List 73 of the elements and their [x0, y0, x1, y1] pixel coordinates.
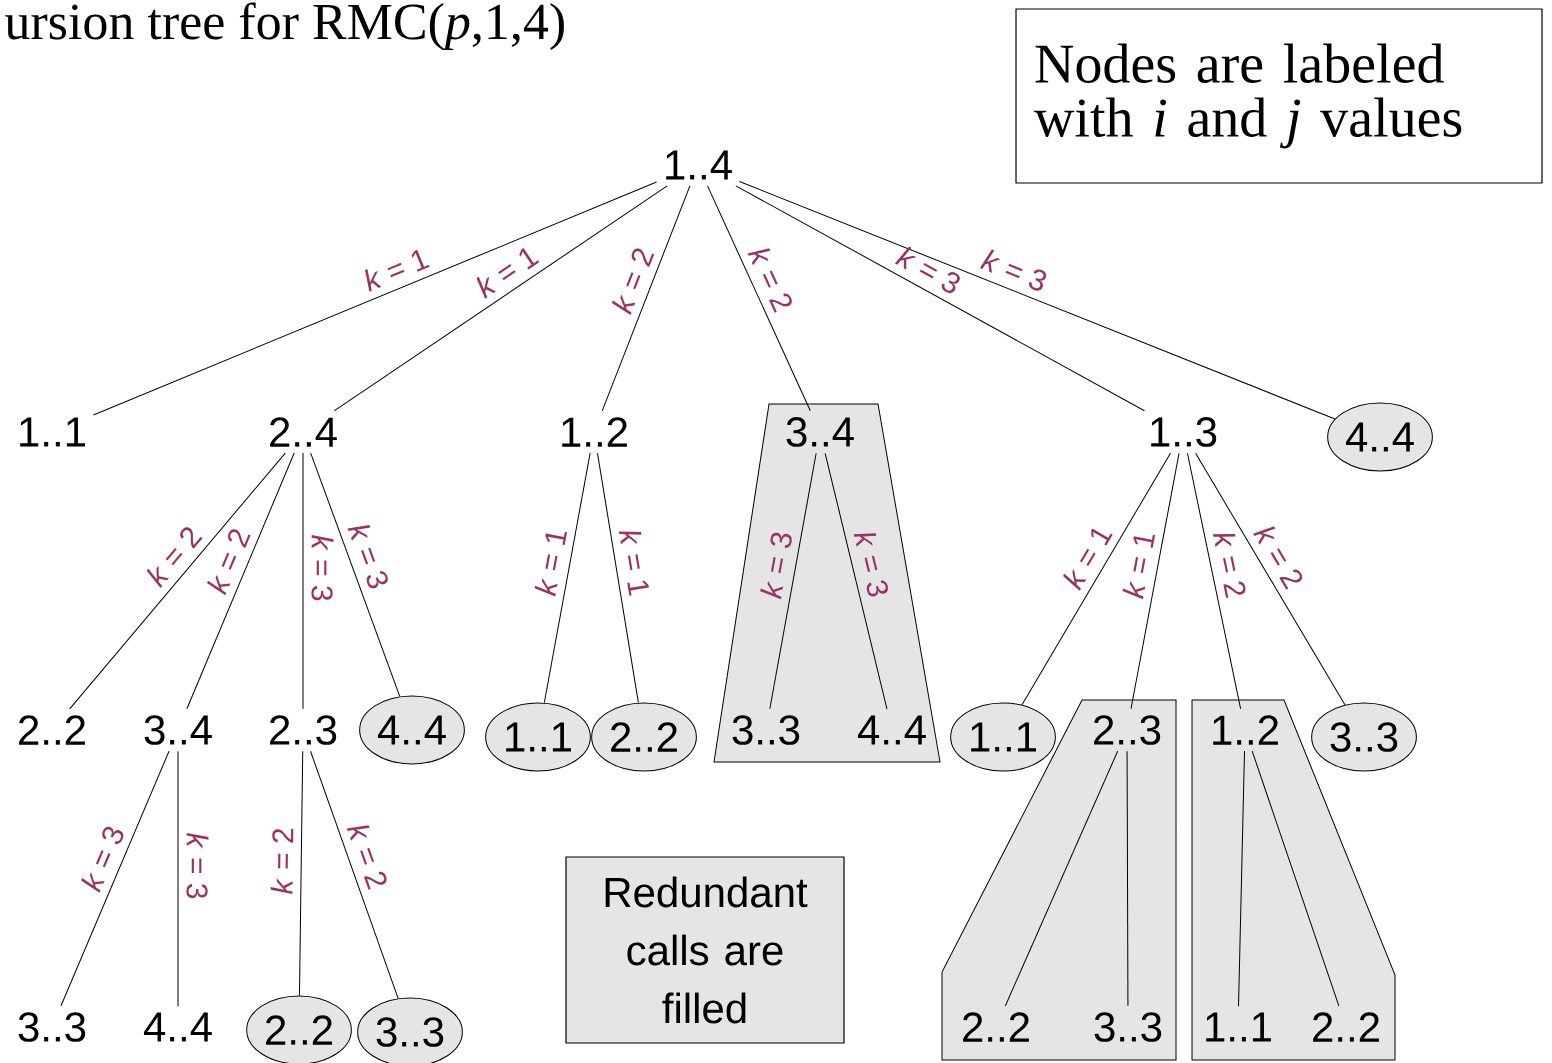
tree-edge — [310, 452, 401, 697]
node-label: 3..3 — [18, 1012, 86, 1042]
shaded-region — [1191, 699, 1396, 1061]
edge-label: k = 2 — [270, 829, 294, 895]
tree-edge — [333, 185, 668, 412]
shaded-region — [941, 699, 1177, 1061]
node-label: 4..4 — [143, 1012, 212, 1042]
node-label: 2..2 — [19, 715, 85, 745]
edge-label: k = 3 — [894, 246, 960, 294]
shaded-region — [713, 403, 941, 763]
legend-box: Nodes are labeled with i and j values — [1015, 8, 1543, 184]
tree-edge — [707, 185, 811, 412]
node-label: 3..4 — [786, 417, 854, 447]
tree-edge — [177, 750, 179, 1007]
tree-edge — [1186, 452, 1242, 710]
edge-label: k = 3 — [853, 533, 888, 597]
tree-edge — [543, 452, 591, 704]
edge-label: k = 2 — [1212, 533, 1246, 598]
edge-label: k = 3 — [760, 532, 792, 600]
node-label: 2..3 — [270, 715, 337, 745]
tree-edge — [596, 452, 639, 704]
edge-label: k = 2 — [146, 527, 203, 589]
tree-edge — [738, 180, 1336, 420]
node-label: 2..4 — [270, 417, 337, 447]
edge-label: k = 1 — [476, 247, 540, 299]
tree-edge — [1126, 750, 1129, 1007]
edge-label: k = 2 — [206, 529, 251, 596]
node-label: 1..4 — [666, 150, 732, 180]
tree-edge — [186, 452, 295, 710]
edge-label: k = 3 — [186, 832, 209, 899]
edge-label: k = 1 — [534, 531, 568, 597]
tree-edge — [1130, 452, 1180, 710]
tree-edge — [298, 750, 304, 996]
node-label: 3..3 — [1094, 1012, 1162, 1042]
node-label: 1..1 — [20, 417, 85, 447]
edge-label: k = 2 — [346, 825, 387, 890]
node-label: 3..3 — [732, 715, 800, 745]
node-label: 2..2 — [963, 1012, 1029, 1042]
tree-edge — [1195, 452, 1346, 706]
node-label: 1..2 — [1213, 715, 1278, 745]
edge-label: k = 3 — [311, 535, 334, 601]
tree-edge — [60, 750, 170, 1007]
tree-edge — [1004, 750, 1119, 1007]
tree-edge — [92, 181, 658, 416]
edge-label: k = 1 — [618, 531, 649, 596]
node-label: 2..3 — [1094, 715, 1161, 745]
edge-label: k = 2 — [747, 248, 792, 313]
edge-label: k = 1 — [365, 249, 430, 292]
tree-edge — [310, 750, 399, 999]
edge-label: k = 2 — [611, 248, 655, 315]
edge-label: k = 3 — [81, 826, 124, 893]
node-label: 1..3 — [1151, 417, 1217, 447]
edge-label: k = 1 — [1122, 534, 1156, 600]
tree-edge — [69, 452, 286, 710]
node-label: 3..4 — [144, 715, 212, 745]
node-label: 1..2 — [562, 417, 627, 447]
tree-edge — [1251, 750, 1340, 1007]
node-label: 4..4 — [857, 715, 926, 745]
note-box: Redundant calls are filled — [565, 856, 845, 1044]
title: ursion tree for RMC(p,1,4) — [5, 2, 564, 51]
tree-edge — [302, 452, 304, 710]
tree-edge — [1021, 452, 1171, 706]
edge-label: k = 1 — [1063, 528, 1113, 591]
edge-label: k = 3 — [347, 525, 388, 589]
tree-edge — [769, 452, 817, 710]
node-label: 1..1 — [1206, 1012, 1271, 1042]
edge-label: k = 2 — [1253, 526, 1303, 590]
tree-edge — [601, 185, 691, 412]
edge-label: k = 3 — [979, 249, 1047, 291]
tree-edge — [1238, 750, 1245, 1007]
tree-edge — [824, 452, 888, 710]
node-label: 2..2 — [1313, 1012, 1379, 1042]
tree-edge — [735, 185, 1145, 412]
